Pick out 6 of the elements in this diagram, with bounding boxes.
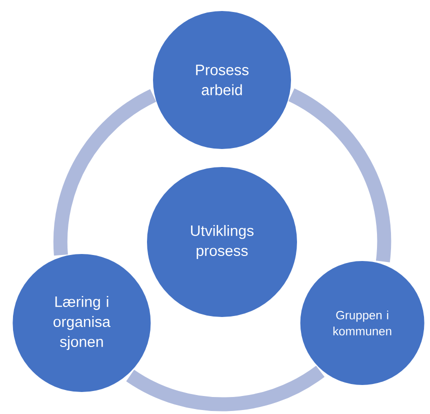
circle-node: Gruppen i kommunen xyxy=(298,259,426,387)
ring-arc xyxy=(53,89,156,256)
circle-node: Prosess arbeid xyxy=(151,9,293,151)
circle-node: Læring i organisa sjonen xyxy=(10,252,153,394)
circle-node: Utviklings prosess xyxy=(145,165,299,319)
ring-arc xyxy=(126,366,324,412)
